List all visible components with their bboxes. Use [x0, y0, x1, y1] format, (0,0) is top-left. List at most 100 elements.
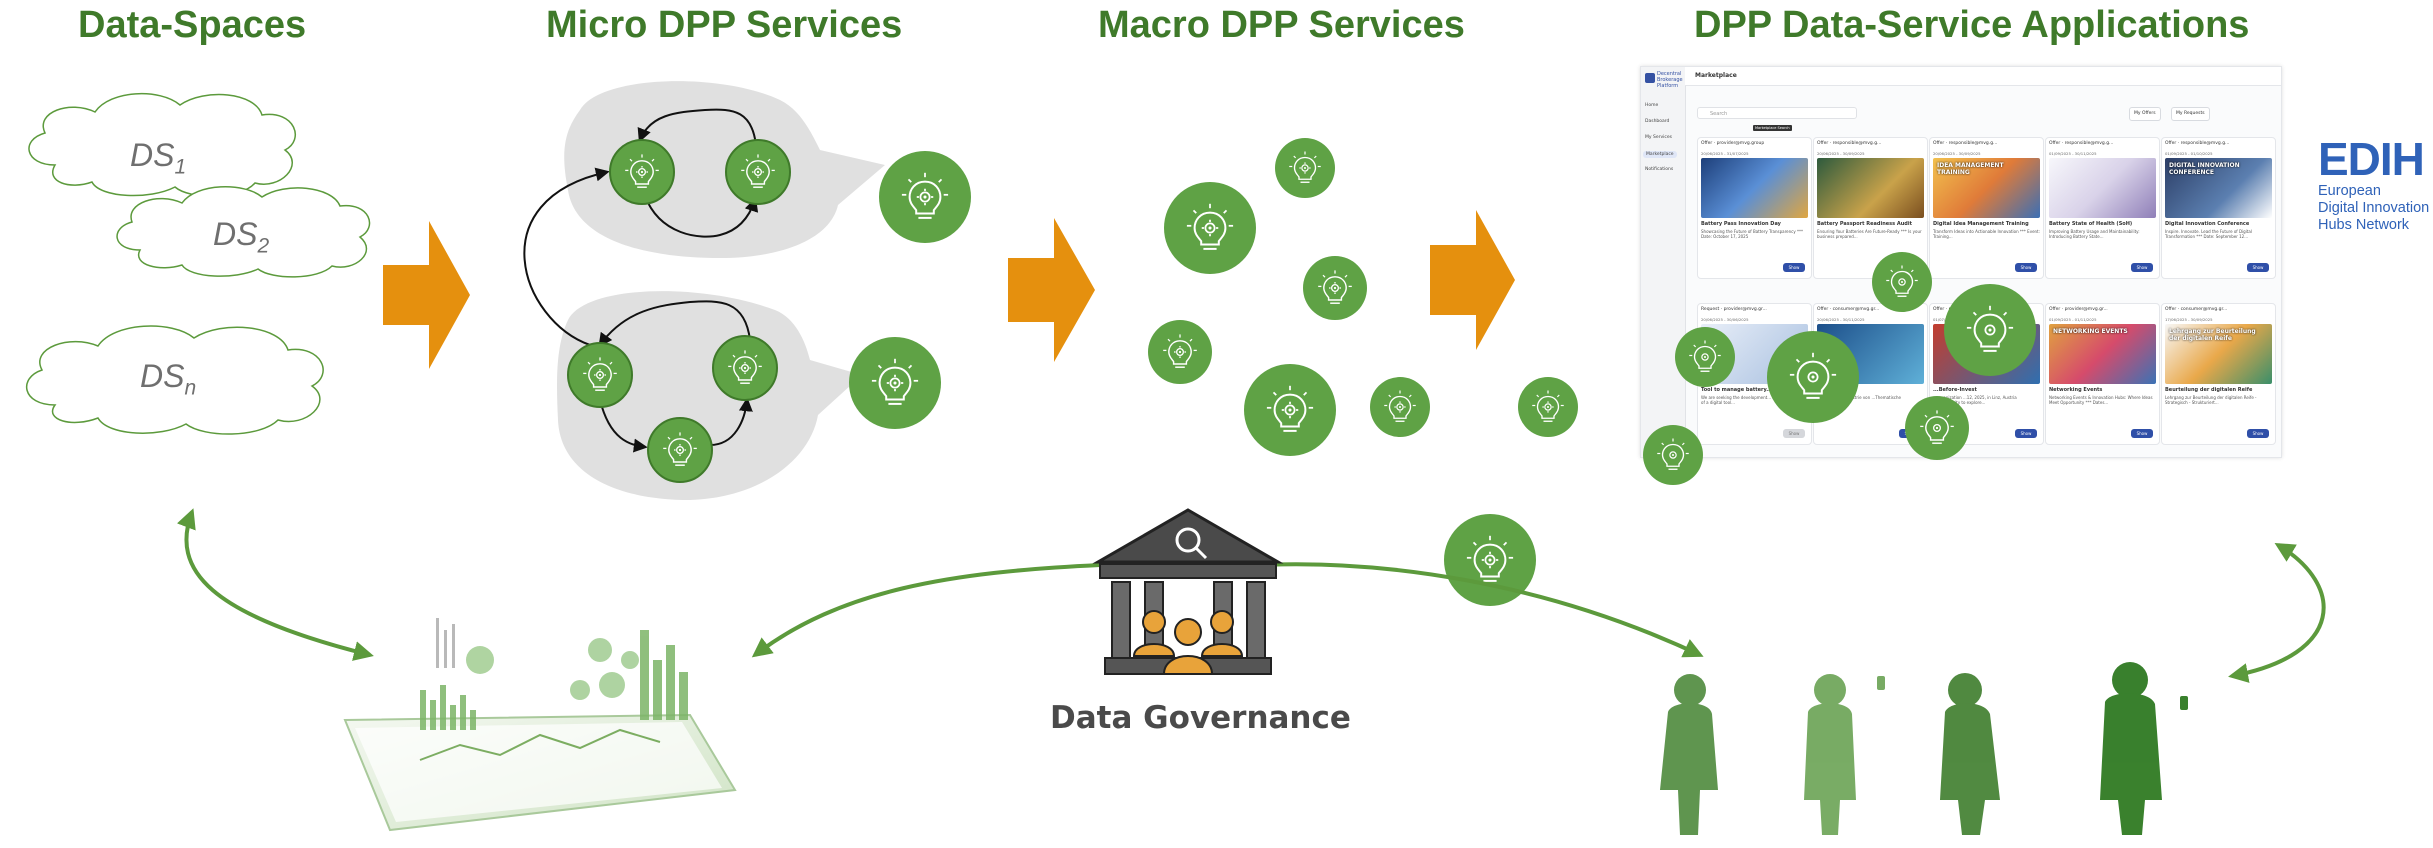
- service-icon-macro-4: [1148, 320, 1212, 384]
- service-icon-micro-1: [609, 139, 675, 205]
- card-show-button[interactable]: Show: [2247, 429, 2269, 438]
- card-owner: responsible@mvg.g...: [2180, 141, 2230, 146]
- card-show-button[interactable]: Show: [2131, 263, 2153, 272]
- card-header: Offer · responsible@mvg.g...: [2165, 141, 2230, 146]
- nav-item-home[interactable]: Home: [1645, 103, 1659, 108]
- micro-loop-arrows-top: [637, 108, 759, 238]
- person-2: [1804, 674, 1885, 835]
- card-image-text: NETWORKING EVENTS: [2053, 328, 2128, 335]
- card-type: Offer: [2165, 141, 2177, 146]
- card-header: Offer · responsible@mvg.g...: [2049, 141, 2114, 146]
- card-description: Transform Ideas into Actionable Innovati…: [1933, 229, 2040, 239]
- edih-line-2: Digital Innovation: [2318, 200, 2430, 216]
- data-space-label-n: DSn: [140, 358, 197, 400]
- card-image: [1701, 158, 1808, 218]
- card-dates: 20/06/2025 - 30/06/2025: [1701, 317, 1749, 322]
- card-type: Offer: [1701, 141, 1713, 146]
- card-type: Offer: [2165, 307, 2177, 312]
- card-image: [2049, 158, 2156, 218]
- card-title: Battery State of Health (SoH): [2049, 221, 2133, 227]
- marketplace-page-title: Marketplace: [1695, 72, 1737, 79]
- users-illustration: [1660, 662, 2188, 835]
- card-show-button[interactable]: Show: [1783, 263, 1805, 272]
- nav-item-marketplace[interactable]: Marketplace: [1643, 151, 1677, 158]
- card-image: [1817, 158, 1924, 218]
- marketplace-search-input[interactable]: Search: [1697, 107, 1857, 119]
- platform-logo-icon: [1645, 73, 1655, 83]
- card-header: Offer · provider@mvg.gr...: [2049, 307, 2108, 312]
- card-owner: responsible@mvg.g...: [2064, 141, 2114, 146]
- marketplace-screenshot: Decentral Brokerage Platform Home Dashbo…: [1640, 66, 2282, 458]
- card-header: Offer · provider@mvg.group: [1701, 141, 1765, 146]
- marketplace-card[interactable]: Offer · provider@mvg.gr...01/09/2025 - 0…: [2045, 303, 2160, 445]
- card-dates: 01/09/2025 - 01/10/2025: [2165, 151, 2213, 156]
- dashboard-tablet-illustration: [343, 618, 737, 832]
- card-description: Improving Battery Usage and Maintainabil…: [2049, 229, 2140, 239]
- card-title: Tool to manage battery...: [1701, 387, 1772, 393]
- card-description: Inspire. Innovate. Lead the Future of Di…: [2165, 229, 2252, 239]
- platform-brand: Decentral Brokerage Platform: [1657, 71, 1683, 89]
- card-owner: responsible@mvg.g...: [1832, 141, 1882, 146]
- card-title: ...Before-Invest: [1933, 387, 1977, 393]
- service-icon-micro-6: [647, 417, 713, 483]
- service-icon-micro-7: [849, 337, 941, 429]
- card-description: Showcasing the Future of Battery Transpa…: [1701, 229, 1803, 239]
- nav-item-my-services[interactable]: My Services: [1645, 135, 1672, 140]
- card-show-button[interactable]: Show: [2015, 263, 2037, 272]
- marketplace-card[interactable]: Offer · responsible@mvg.g...01/09/2025 -…: [2045, 137, 2160, 279]
- nav-item-dashboard[interactable]: Dashboard: [1645, 119, 1670, 124]
- card-image: Lehrgang zur Beurteilung der digitalen R…: [2165, 324, 2272, 384]
- cloud-dsn: [25, 325, 324, 435]
- card-title: Digital Innovation Conference: [2165, 221, 2250, 227]
- service-icon-macro-2: [1164, 182, 1256, 274]
- data-space-label-2: DS2: [213, 216, 270, 258]
- card-show-button[interactable]: Show: [2015, 429, 2037, 438]
- cloud-ds1: [28, 92, 296, 197]
- card-description: ...organization ...12, 2025, in Linz, Au…: [1933, 395, 2017, 405]
- service-icon-macro-3: [1303, 256, 1367, 320]
- data-space-label-1: DS1: [130, 137, 187, 179]
- service-icon-micro-3: [879, 151, 971, 243]
- card-show-button[interactable]: Show: [2247, 263, 2269, 272]
- edih-line-3: Hubs Network: [2318, 217, 2410, 233]
- service-icon-macro-6: [1370, 377, 1430, 437]
- edih-line-1: European: [2318, 183, 2381, 199]
- service-icon-macro-5: [1244, 364, 1336, 456]
- card-owner: provider@mvg.group: [1716, 141, 1765, 146]
- card-owner: consumer@mvg.gr...: [2180, 307, 2228, 312]
- service-icon-app-2: [1944, 284, 2036, 376]
- green-flow-arrows: [176, 508, 2326, 683]
- card-dates: 20/06/2025 - 30/09/2025: [1817, 151, 1865, 156]
- card-show-button[interactable]: Show: [1783, 429, 1805, 438]
- service-icon-app-1: [1872, 252, 1932, 312]
- applications-title: DPP Data-Service Applications: [1694, 4, 2250, 46]
- nav-item-notifications[interactable]: Notifications: [1645, 167, 1674, 172]
- card-dates: 17/06/2025 - 30/09/2025: [2165, 317, 2213, 322]
- card-type: Offer: [1933, 307, 1945, 312]
- marketplace-header: Marketplace: [1685, 67, 2281, 86]
- card-type: Offer: [2049, 307, 2061, 312]
- card-show-button[interactable]: Show: [2131, 429, 2153, 438]
- micro-loop-arrows-bottom: [598, 300, 753, 453]
- my-offers-filter-button[interactable]: My Offers: [2129, 107, 2161, 121]
- service-icon-app-3: [1675, 327, 1735, 387]
- cloud-ds2: [116, 186, 371, 278]
- marketplace-card[interactable]: Offer · responsible@mvg.g...20/06/2025 -…: [1929, 137, 2044, 279]
- edih-logo: EDIH European Digital Innovation Hubs Ne…: [2318, 136, 2429, 233]
- orange-arrow-1: [383, 221, 470, 369]
- service-icon-app-4: [1767, 331, 1859, 423]
- service-icon-app-5: [1905, 396, 1969, 460]
- marketplace-card[interactable]: Offer · responsible@mvg.g... 01/09/2025 -…: [2161, 137, 2276, 279]
- service-icon-app-6: [1643, 425, 1703, 485]
- orange-arrow-2: [1008, 218, 1095, 362]
- service-icon-macro-1: [1275, 138, 1335, 198]
- service-icon-macro-7: [1518, 377, 1578, 437]
- card-owner: provider@mvg.gr...: [2064, 307, 2108, 312]
- card-description: Ensuring Your Batteries Are Future-Ready…: [1817, 229, 1922, 239]
- card-description: Networking Events & Innovation Hubs: Whe…: [2049, 395, 2153, 405]
- marketplace-card[interactable]: Offer · consumer@mvg.gr...17/06/2025 - 3…: [2161, 303, 2276, 445]
- edih-wordmark: EDIH: [2318, 133, 2425, 185]
- card-title: Networking Events: [2049, 387, 2103, 393]
- my-requests-filter-button[interactable]: My Requests: [2171, 107, 2210, 121]
